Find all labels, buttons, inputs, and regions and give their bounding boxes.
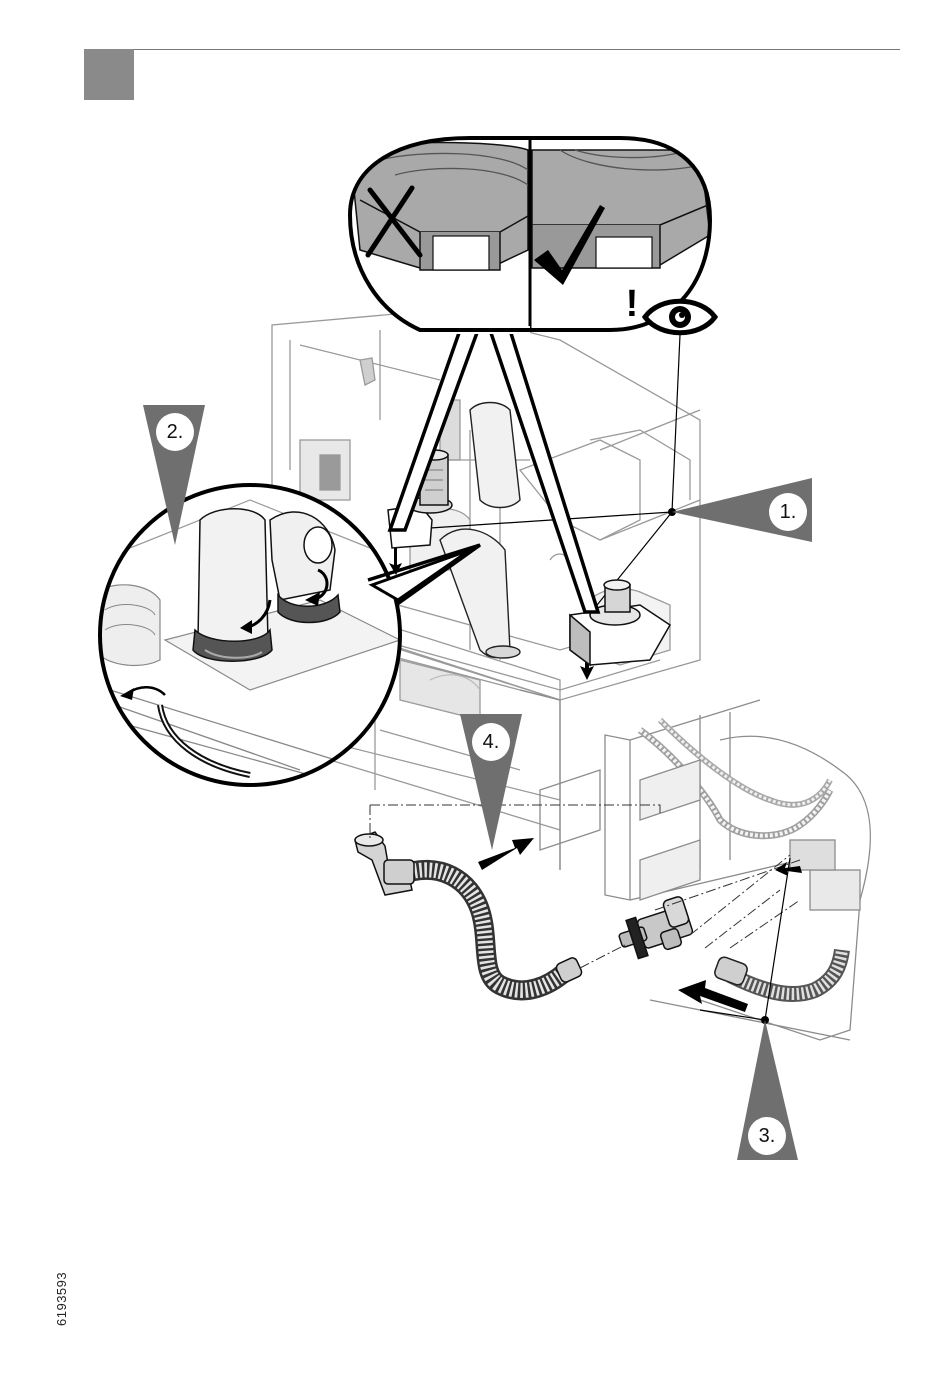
- eye-icon: [645, 301, 715, 333]
- t-piece-fitting: [618, 896, 693, 959]
- step-marker-3-label: 3.: [759, 1125, 776, 1147]
- supply-hose-right: [713, 950, 842, 994]
- drain-hose: [355, 832, 583, 990]
- step-marker-3: 3.: [737, 1020, 798, 1160]
- step-marker-4: 4.: [460, 714, 522, 850]
- figure-id: 6193593: [54, 1266, 74, 1326]
- step-marker-1-label: 1.: [780, 501, 797, 523]
- step-marker-4-label: 4.: [483, 731, 500, 753]
- arrow-icon: [478, 838, 534, 870]
- notice-exclamation: !: [626, 283, 639, 325]
- step-marker-1: 1.: [672, 478, 812, 542]
- step-marker-2-label: 2.: [167, 421, 184, 443]
